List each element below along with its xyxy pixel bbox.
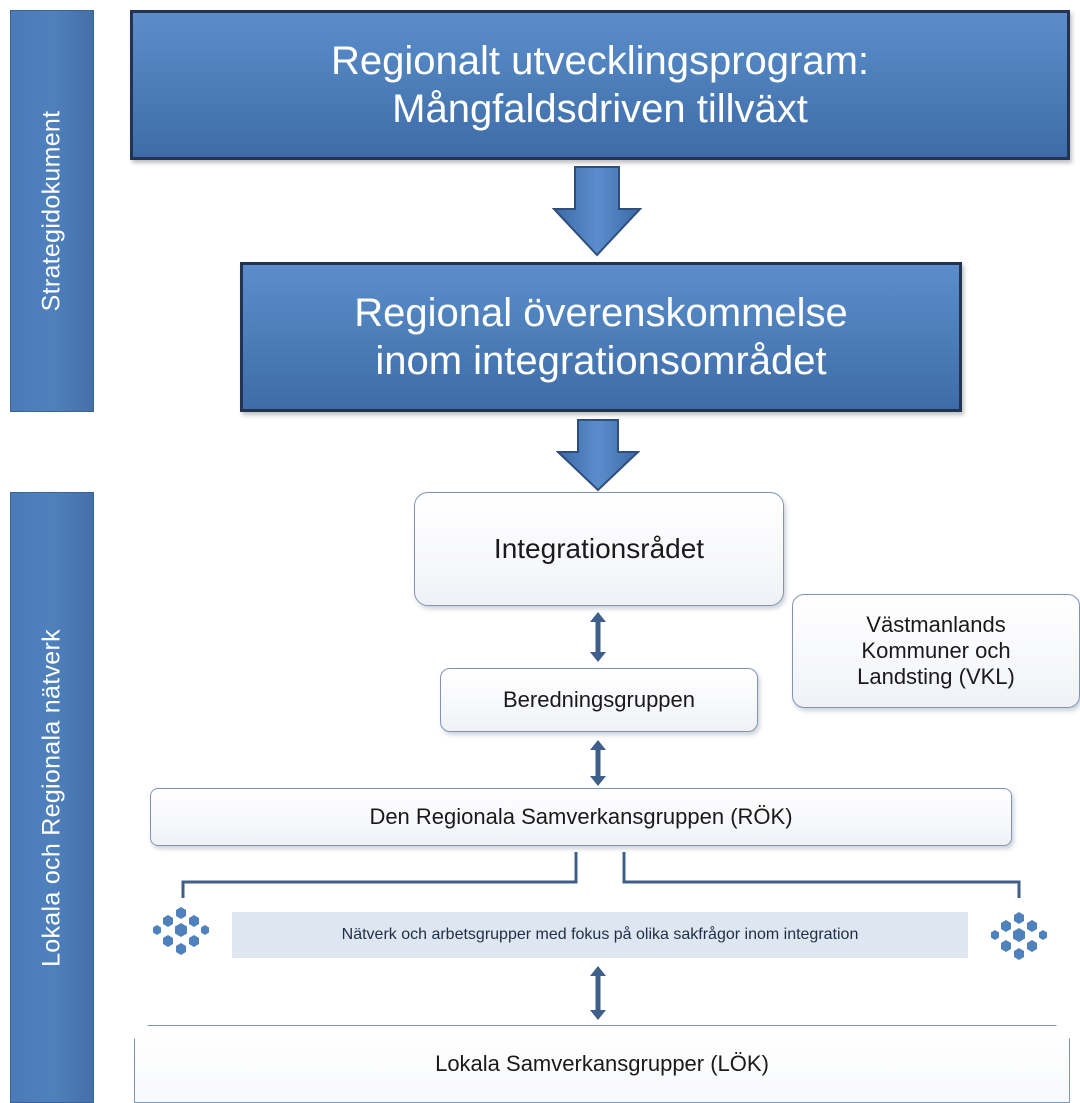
down-arrow-icon	[556, 419, 640, 492]
double-arrow-icon	[590, 612, 606, 662]
agreement-title-line1: Regional överenskommelse	[354, 291, 848, 335]
program-title-line1: Regionalt utvecklingsprogram:	[330, 39, 870, 83]
networks-bar-label: Nätverk och arbetsgrupper med fokus på o…	[341, 926, 859, 943]
agreement-title-line2: inom integrationsområdet	[375, 339, 827, 383]
vkl-box: Västmanlands Kommuner och Landsting (VKL…	[792, 594, 1080, 708]
lok-box: Lokala Samverkansgrupper (LÖK)	[134, 1025, 1070, 1103]
networks-side-bar: Lokala och Regionala nätverk	[10, 492, 94, 1103]
vkl-label-line3: Landsting (VKL)	[857, 664, 1015, 689]
program-title-line2: Mångfaldsdriven tillväxt	[392, 87, 808, 131]
vkl-label-line1: Västmanlands	[866, 612, 1006, 637]
integrationsradet-box: Integrationsrådet	[414, 492, 784, 606]
rok-box: Den Regionala Samverkansgruppen (RÖK)	[150, 788, 1012, 846]
network-hexagon-icon	[991, 912, 1047, 960]
strategy-side-bar: Strategidokument	[10, 10, 94, 412]
double-arrow-icon	[590, 740, 606, 786]
beredningsgruppen-box: Beredningsgruppen	[440, 668, 758, 732]
left-connector-line	[181, 852, 578, 898]
regional-agreement-box: Regional överenskommelse inom integratio…	[240, 262, 962, 412]
double-arrow-icon	[590, 966, 606, 1020]
network-hexagon-icon	[153, 907, 209, 955]
networks-bar: Nätverk och arbetsgrupper med fokus på o…	[232, 912, 968, 958]
beredningsgruppen-label: Beredningsgruppen	[502, 687, 696, 712]
down-arrow-icon	[552, 166, 642, 257]
integrationsradet-label: Integrationsrådet	[493, 533, 705, 564]
lok-label: Lokala Samverkansgrupper (LÖK)	[435, 1051, 769, 1076]
rok-label: Den Regionala Samverkansgruppen (RÖK)	[369, 804, 793, 829]
development-program-box: Regionalt utvecklingsprogram: Mångfaldsd…	[130, 10, 1070, 160]
vkl-label-line2: Kommuner och	[861, 638, 1011, 663]
right-connector-line	[622, 852, 1021, 898]
